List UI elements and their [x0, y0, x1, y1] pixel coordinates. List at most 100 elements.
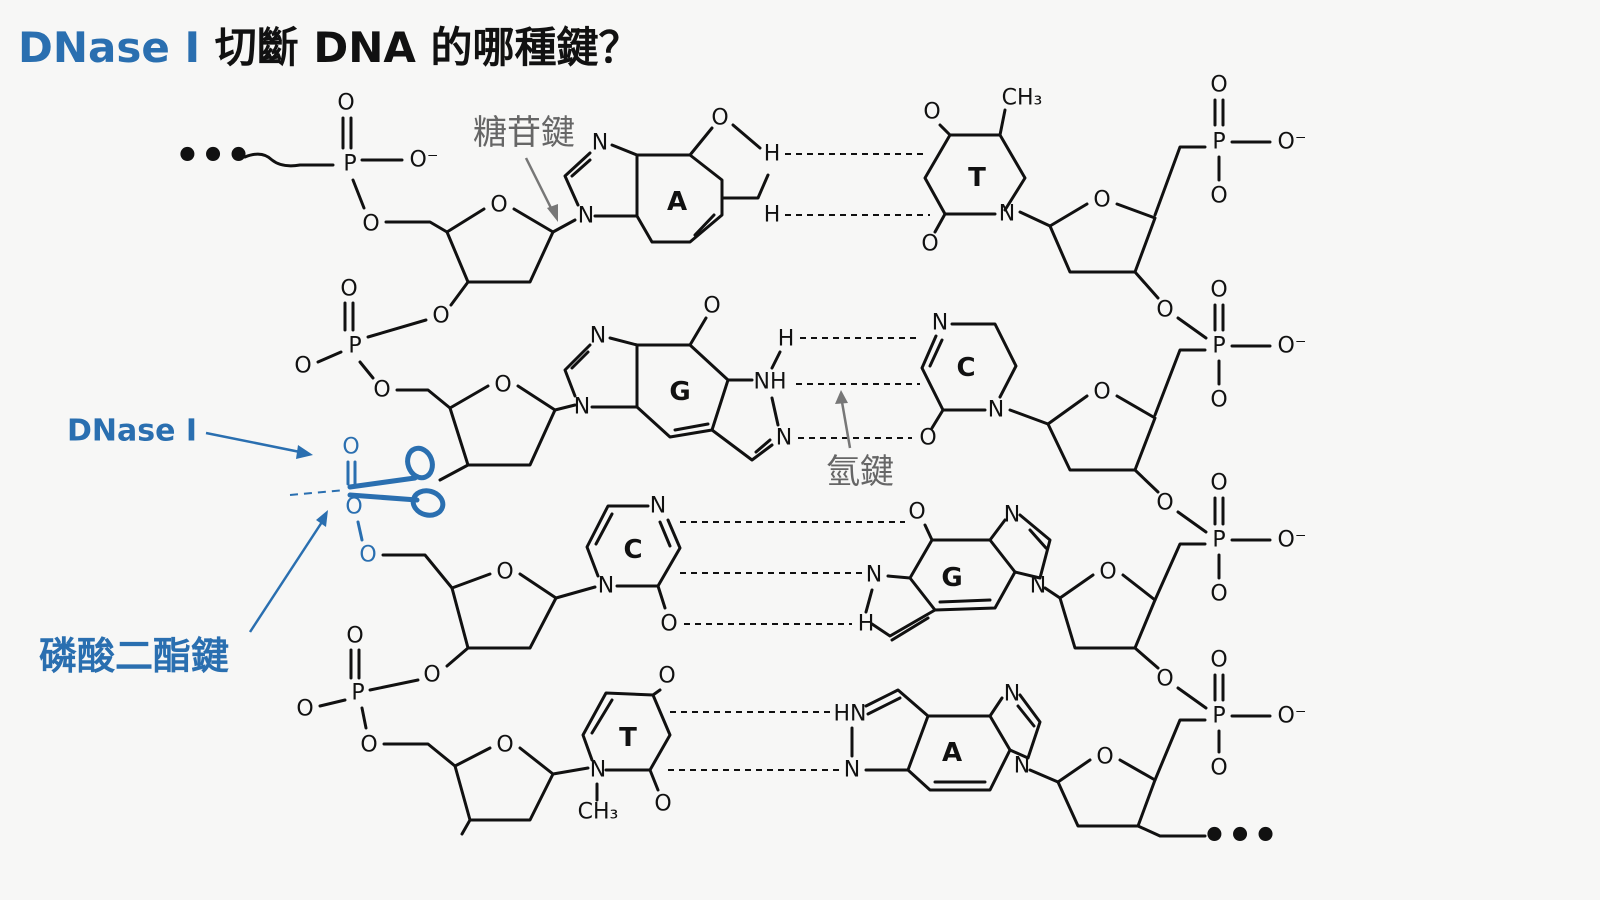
arrow-head-icon — [296, 445, 313, 459]
atom-o-minus: O⁻ — [1278, 130, 1307, 155]
phosphate-group: O O P O⁻ O — [1153, 648, 1306, 782]
atom-n: N — [598, 574, 614, 599]
scissors-icon — [347, 445, 446, 518]
atom-o: O — [711, 106, 728, 131]
base-letter: T — [968, 163, 986, 193]
page-title: DNase I 切斷 DNA 的哪種鍵？ — [18, 14, 640, 75]
base-letter: C — [623, 535, 642, 565]
deoxyribose-sugar: O — [1056, 745, 1207, 838]
atom-o: O — [1210, 278, 1227, 303]
base-thymine: O CH₃ N O T — [921, 86, 1042, 257]
atom-o: O — [919, 426, 936, 451]
atom-o: O — [494, 373, 511, 398]
atom-n: N — [574, 395, 590, 420]
deoxyribose-sugar: O — [453, 733, 555, 836]
atom-o: O — [345, 495, 362, 520]
base-letter: C — [956, 353, 975, 383]
atom-p: P — [348, 334, 361, 359]
atom-n: N — [590, 758, 606, 783]
base-adenine: HN N N N A — [834, 682, 1042, 792]
phosphate-group: O P O⁻ O — [337, 91, 449, 237]
atom-o: O — [360, 733, 377, 758]
deoxyribose-sugar: O — [1058, 560, 1160, 670]
base-cytosine: N N O C — [585, 494, 682, 637]
cleaved-phosphate-group: O O O — [289, 435, 377, 568]
atom-o: O — [496, 560, 513, 585]
atom-h: H — [764, 142, 781, 167]
atom-o-minus: O⁻ — [410, 148, 439, 173]
atom-o: O — [1096, 745, 1113, 770]
atom-n: N — [592, 131, 608, 156]
base-pair-t-a: O N CH₃ O T HN N N N A — [578, 664, 1042, 825]
atom-n: N — [776, 426, 792, 451]
deoxyribose-sugar: O — [445, 193, 555, 307]
atom-ch3: CH₃ — [1002, 86, 1043, 111]
atom-o: O — [703, 294, 720, 319]
atom-o: O — [1156, 491, 1173, 516]
atom-o: O — [362, 212, 379, 237]
base-letter: A — [942, 738, 962, 768]
base-guanine: N N O NH H N G — [563, 294, 795, 462]
atom-n: N — [590, 324, 606, 349]
base-letter: T — [619, 723, 637, 753]
atom-n: N — [999, 202, 1015, 227]
atom-o: O — [1210, 388, 1227, 413]
atom-n: N — [578, 204, 594, 229]
atom-p: P — [1212, 130, 1225, 155]
atom-n: N — [988, 398, 1004, 423]
atom-n: N — [866, 563, 882, 588]
base-adenine: N N O A H H — [563, 106, 781, 244]
atom-ch3: CH₃ — [578, 800, 619, 825]
atom-n: N — [1030, 574, 1046, 599]
atom-n: N — [844, 758, 860, 783]
atom-o: O — [346, 624, 363, 649]
arrow-head-icon — [835, 390, 848, 404]
atom-o: O — [337, 91, 354, 116]
right-ellipsis: ••• — [1202, 813, 1279, 859]
atom-n: N — [1004, 503, 1020, 528]
base-thymine: O N CH₃ O T — [578, 664, 676, 825]
phosphate-group: O O P O O — [294, 277, 452, 410]
glycosidic-bond-label: 糖苷鍵 — [473, 113, 575, 153]
atom-o: O — [340, 277, 357, 302]
deoxyribose-sugar: O — [438, 373, 557, 482]
atom-p: P — [1212, 528, 1225, 553]
atom-o: O — [342, 435, 359, 460]
atom-n: N — [1004, 682, 1020, 707]
title-highlight: DNase I — [18, 23, 201, 72]
atom-o: O — [1210, 184, 1227, 209]
atom-o-minus: O⁻ — [1278, 528, 1307, 553]
base-letter: A — [667, 187, 687, 217]
phosphodiester-bond-label: 磷酸二酯鍵 — [39, 634, 229, 678]
atom-o: O — [490, 193, 507, 218]
base-letter: G — [941, 563, 962, 593]
annotation-enzyme: DNase I — [67, 414, 313, 459]
atom-o: O — [923, 100, 940, 125]
atom-o: O — [1093, 188, 1110, 213]
atom-o: O — [373, 378, 390, 403]
base-letter: G — [669, 377, 690, 407]
base-pair-c-g: N N O C O N N N H G — [585, 494, 1052, 642]
deoxyribose-sugar: O — [1046, 380, 1160, 494]
atom-n: N — [932, 311, 948, 336]
left-strand: ••• O P O⁻ O O O O P O — [175, 91, 597, 836]
right-strand: O P O⁻ O O O O P O⁻ O — [1008, 73, 1307, 859]
atom-n: N — [650, 494, 666, 519]
atom-o: O — [1210, 756, 1227, 781]
atom-o: O — [921, 232, 938, 257]
atom-n: N — [1014, 754, 1030, 779]
atom-o: O — [496, 733, 513, 758]
base-guanine: O N N N H G — [858, 500, 1052, 642]
atom-o: O — [1210, 582, 1227, 607]
arrow-head-icon — [547, 204, 558, 222]
base-pair-a-t: N N O A H H O CH₃ N O T — [563, 86, 1042, 257]
atom-o: O — [423, 663, 440, 688]
annotation-glycosidic: 糖苷鍵 — [473, 113, 575, 222]
atom-o: O — [1156, 298, 1173, 323]
title-text: 切斷 DNA 的哪種鍵？ — [200, 23, 641, 72]
atom-o: O — [294, 354, 311, 379]
atom-nh: NH — [754, 370, 787, 395]
atom-h: H — [778, 327, 795, 352]
atom-o-minus: O⁻ — [1278, 334, 1307, 359]
atom-o: O — [1210, 648, 1227, 673]
